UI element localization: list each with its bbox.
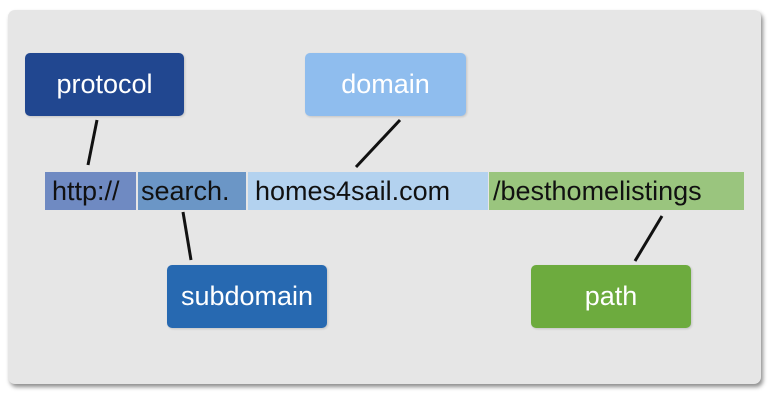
connector-protocol (86, 119, 99, 166)
protocol-label-box: protocol (25, 53, 184, 116)
url-path-segment: /besthomelistings (489, 172, 744, 210)
connector-path (633, 215, 664, 262)
url-domain-segment: homes4sail.com (248, 172, 488, 210)
domain-label: domain (341, 69, 430, 99)
subdomain-label: subdomain (180, 281, 314, 311)
connector-subdomain (181, 211, 193, 261)
path-label-box: path (531, 265, 691, 328)
domain-label-box: domain (305, 53, 466, 116)
protocol-label: protocol (56, 69, 153, 99)
url-protocol-segment: http:// (45, 172, 136, 210)
subdomain-label-box: subdomain (167, 265, 327, 328)
path-label: path (584, 281, 638, 311)
url-subdomain-segment: search. (138, 172, 246, 210)
connector-domain (354, 118, 402, 169)
